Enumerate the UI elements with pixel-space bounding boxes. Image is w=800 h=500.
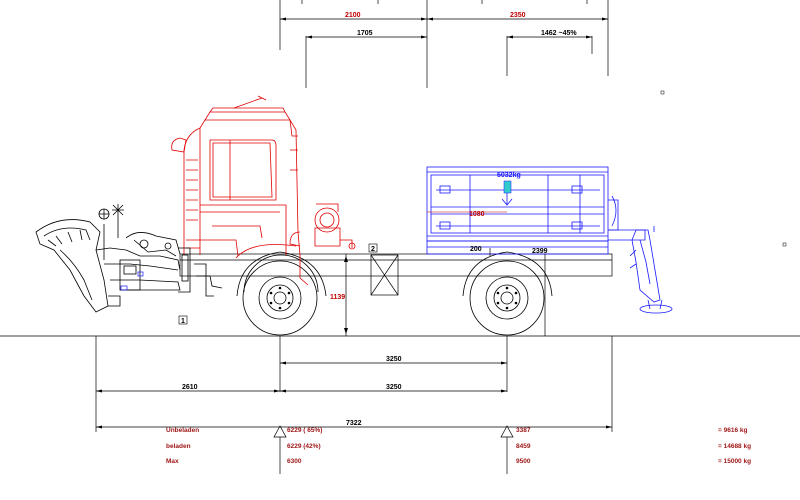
bottom-dimensions <box>96 362 612 428</box>
load-row-label: Max <box>166 458 179 465</box>
chassis-frame <box>179 253 613 296</box>
plow-accent <box>137 271 144 277</box>
load-row-total: = 15000 kg <box>718 458 751 465</box>
load-offset-label: 1080 <box>469 211 485 218</box>
dim-rear-inner: 1462 ~45% <box>541 30 577 37</box>
box-1-label: 1 <box>181 318 185 325</box>
dump-body <box>426 166 646 255</box>
load-row-label: beladen <box>166 443 191 450</box>
box-2-label: 2 <box>371 246 375 253</box>
rear-wheel-bolts <box>496 286 518 310</box>
frame-height-label: 1139 <box>330 294 345 301</box>
box-2-marker <box>368 243 378 253</box>
load-row-total: = 14688 kg <box>718 443 751 450</box>
dim-cab-span: 2100 <box>345 12 361 19</box>
dim-wheelbase-1: 3250 <box>386 356 402 363</box>
top-dimensions <box>279 0 609 88</box>
load-table: Unbeladen 6229 ( 65%) 3387 = 9616 kg bel… <box>166 427 751 465</box>
dim-overall-length: 7322 <box>346 420 362 427</box>
load-row-front: 6300 <box>287 458 302 465</box>
axle-verticals <box>95 248 613 432</box>
rear-wheel <box>462 251 553 336</box>
load-row-rear: 3387 <box>516 427 531 434</box>
bottom-dim-arrows <box>96 361 612 429</box>
load-row-label: Unbeladen <box>166 427 199 434</box>
load-row-front: 6229 (42%) <box>287 443 321 450</box>
mark-2399-label: 2399 <box>532 248 548 255</box>
load-marker <box>503 180 512 194</box>
load-row-rear: 9500 <box>516 458 531 465</box>
front-wheel-bolts <box>269 286 291 310</box>
dim-rear-span: 2350 <box>510 12 526 19</box>
load-row-rear: 8459 <box>516 443 531 450</box>
plow-accent <box>120 285 128 291</box>
front-wheel <box>236 251 327 336</box>
dim-front-overhang: 2610 <box>182 384 198 391</box>
load-arrow-icon <box>501 193 513 206</box>
load-row-total: = 9616 kg <box>718 427 747 434</box>
load-mass-label: 5032kg <box>497 172 521 179</box>
snow-plow <box>35 204 223 313</box>
mark-200-label: 200 <box>470 246 482 253</box>
dim-cab-inner: 1705 <box>357 30 373 37</box>
rear-spreader <box>629 226 673 314</box>
grip-marker <box>782 242 787 247</box>
box-1-marker <box>178 315 188 325</box>
load-row-front: 6229 ( 65%) <box>287 427 322 434</box>
cab-outline <box>171 95 356 286</box>
top-dim-arrows <box>280 17 608 39</box>
grip-marker <box>660 90 665 95</box>
axle-load-markers <box>273 425 514 474</box>
dim-wheelbase-2: 3250 <box>386 384 402 391</box>
